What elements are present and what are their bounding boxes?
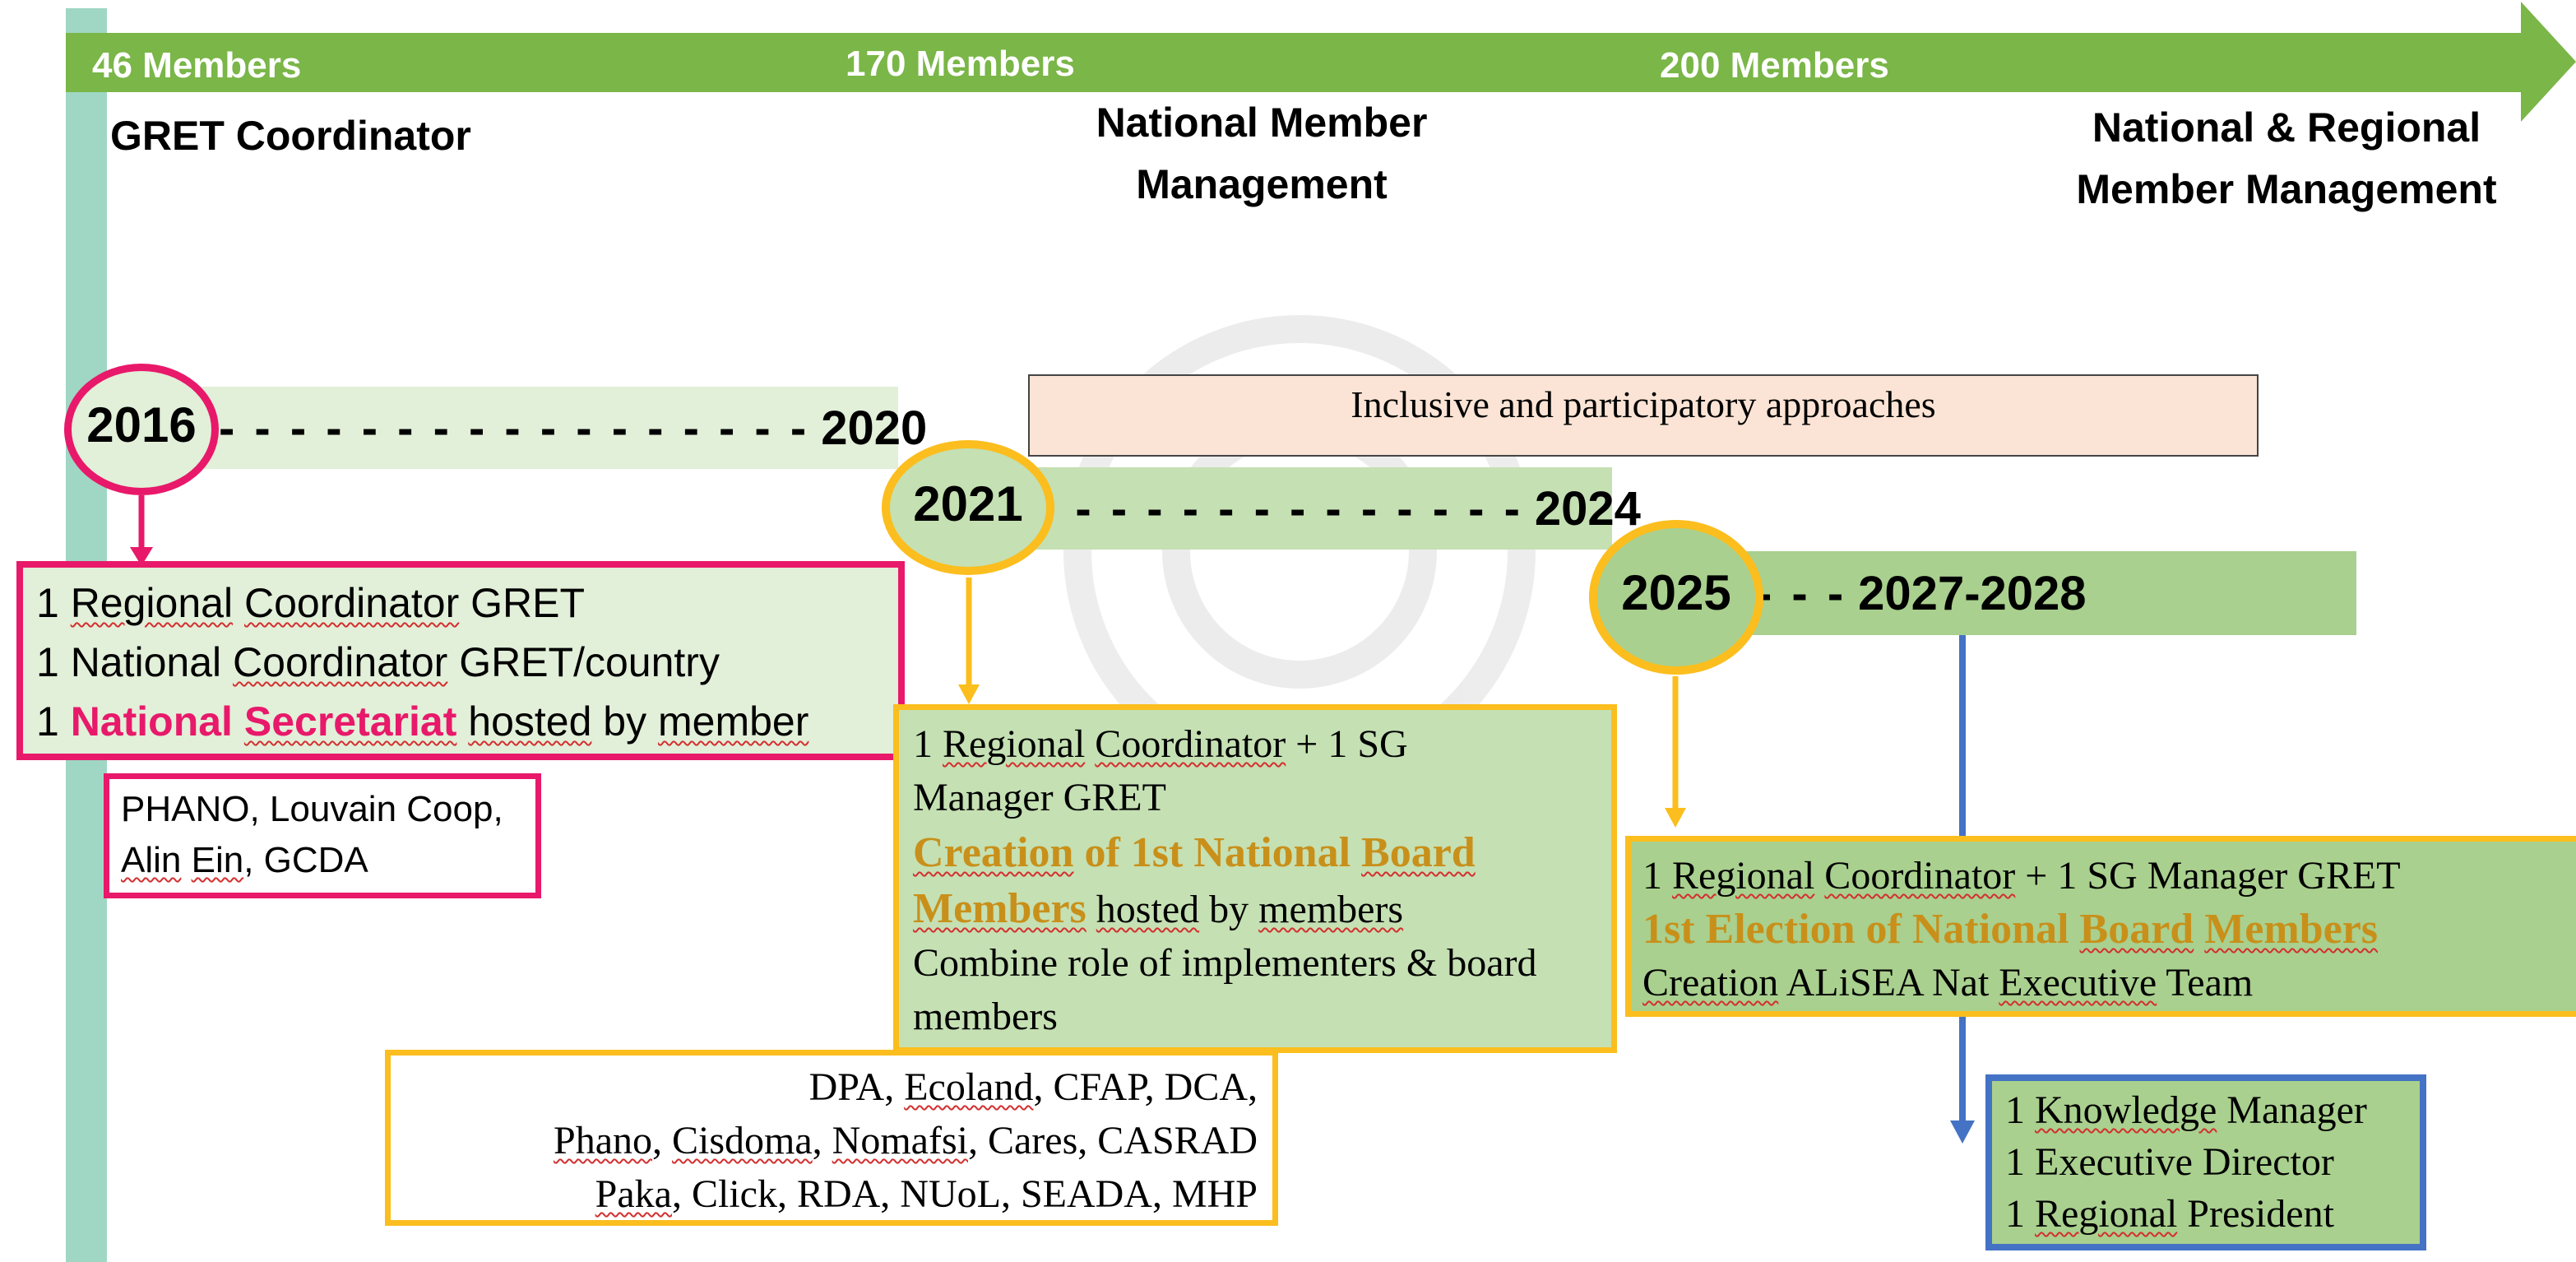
- role-national-coordinator: 1 National Coordinator GRET/country: [36, 639, 720, 685]
- partners-line-2: Phano, Cisdoma, Nomafsi, Cares, CASRAD: [554, 1119, 1258, 1162]
- phase-gret-coordinator: GRET Coordinator: [110, 113, 471, 159]
- period-2016-roles-box: 1 Regional Coordinator GRET 1 National C…: [16, 561, 905, 760]
- member-count-170: 170 Members: [846, 44, 1075, 84]
- year-2016: 2016: [86, 397, 197, 452]
- role-knowledge-manager: 1 Knowledge Manager: [2005, 1088, 2367, 1132]
- executive-team: Creation ALiSEA Nat Executive Team: [1642, 961, 2254, 1004]
- timeline-arrow: [66, 2, 2576, 122]
- member-count-46: 46 Members: [92, 45, 302, 86]
- year-end: 2024: [1534, 481, 1641, 536]
- role-national-secretariat: 1 National Secretariat hosted by member: [36, 698, 809, 745]
- period-2025-roles-box: 1 Regional Coordinator + 1 SG Manager GR…: [1625, 836, 2576, 1017]
- role-regional-coordinator: 1 Regional Coordinator + 1 SG Manager GR…: [1642, 854, 2401, 898]
- period-2016-members-box: PHANO, Louvain Coop, Alin Ein, GCDA: [104, 773, 541, 898]
- approach-box: Inclusive and participatory approaches: [1028, 374, 2259, 457]
- year-circle-2025: [1589, 520, 1763, 675]
- role-regional-president: 1 Regional President: [2005, 1192, 2334, 1236]
- creation-board-members: Creation of 1st National Board: [913, 829, 1476, 876]
- band-dashes: - - - - - - - - - - - - - -: [1040, 481, 1523, 536]
- year-2025: 2025: [1621, 565, 1731, 620]
- phase-regional-management: National & Regional Member Management: [2076, 104, 2497, 212]
- members-line-2: Alin Ein, GCDA: [121, 840, 368, 880]
- connector-2021-arrowhead: [958, 684, 980, 704]
- member-count-200: 200 Members: [1660, 45, 1889, 86]
- role-regional-coordinator: 1 Regional Coordinator + 1 SG: [913, 722, 1408, 766]
- partners-line-1: DPA, Ecoland, CFAP, DCA,: [808, 1065, 1258, 1109]
- role-regional-coordinator: 1 Regional Coordinator GRET: [36, 580, 586, 626]
- phase-national-management: National Member Management: [1096, 100, 1428, 207]
- period-2021-2024-band: - - - - - - - - - - - - - - 2024: [1003, 467, 1641, 550]
- election-board-members: 1st Election of National Board Members: [1642, 906, 2379, 953]
- combine-roles-cont: members: [913, 995, 1058, 1038]
- year-2021: 2021: [913, 476, 1023, 531]
- year-circle-2016: [64, 364, 219, 495]
- executive-roles-box: 1 Knowledge Manager 1 Executive Director…: [1985, 1074, 2426, 1250]
- year-end: 2020: [821, 401, 928, 455]
- period-2025-2028-band: - - - 2027-2028: [1723, 551, 2356, 635]
- period-2021-partners-box: DPA, Ecoland, CFAP, DCA, Phano, Cisdoma,…: [385, 1050, 1278, 1226]
- partners-line-3: Paka, Click, RDA, NUoL, SEADA, MHP: [595, 1172, 1258, 1216]
- band-dashes: - - - - - - - - - - - - - - - - -: [219, 401, 810, 455]
- connector-2016-arrowhead: [130, 547, 153, 566]
- year-end: 2027-2028: [1858, 566, 2087, 620]
- members-line-1: PHANO, Louvain Coop,: [121, 789, 503, 829]
- band-dashes: - - -: [1756, 566, 1847, 620]
- period-2016-2020-band: - - - - - - - - - - - - - - - - - 2020: [173, 387, 927, 469]
- connector-blue-arrowhead: [1950, 1120, 1975, 1144]
- combine-roles: Combine role of implementers & board: [913, 941, 1537, 985]
- connector-2025-arrowhead: [1665, 808, 1686, 828]
- period-2021-roles-box: 1 Regional Coordinator + 1 SG Manager GR…: [893, 704, 1617, 1053]
- role-manager-gret: Manager GRET: [913, 776, 1166, 819]
- role-executive-director: 1 Executive Director: [2005, 1140, 2334, 1184]
- board-members-hosted: Members hosted by members: [913, 885, 1404, 932]
- year-circle-2021: [882, 440, 1054, 575]
